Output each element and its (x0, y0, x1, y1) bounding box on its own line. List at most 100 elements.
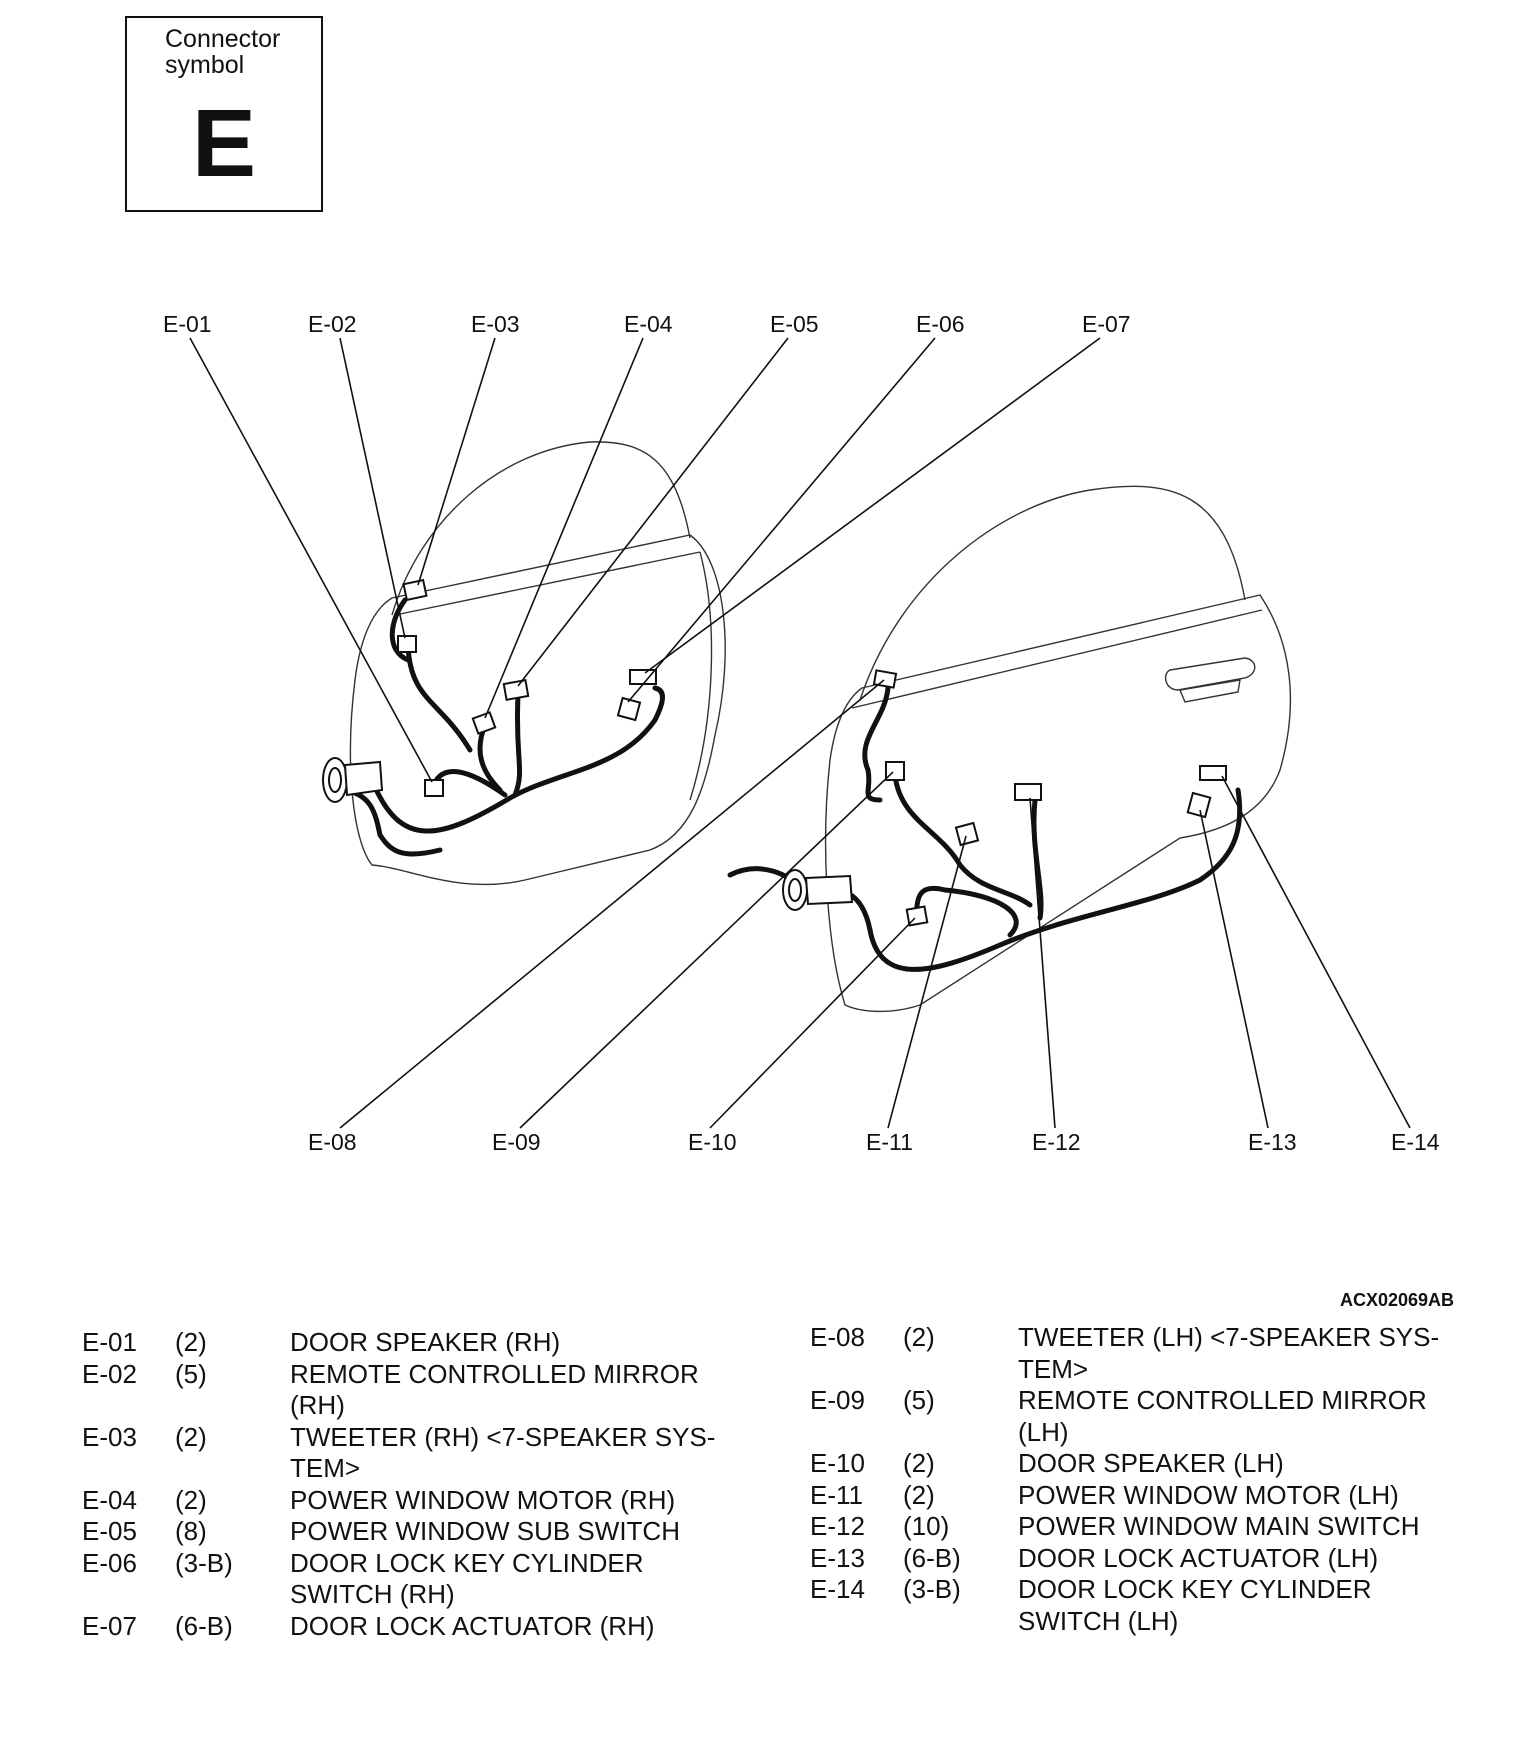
callout-e10: E-10 (688, 1129, 737, 1155)
callout-labels: E-01 E-02 E-03 E-04 E-05 E-06 E-07 E-08 … (163, 311, 1440, 1155)
callout-e02: E-02 (308, 311, 357, 337)
connector-e14 (1199, 765, 1227, 781)
lh-door-inner-edge (851, 609, 1263, 709)
leader-e05 (517, 337, 789, 687)
connectors (397, 578, 1227, 927)
connector-id: E-06 (82, 1547, 137, 1578)
pin-count: (2) (175, 1327, 207, 1357)
legend-row: E-13 (6-B) DOOR LOCK ACTUATOR (LH) (810, 1543, 1470, 1575)
connector-description: DOOR SPEAKER (RH) (290, 1327, 561, 1357)
callout-e12: E-12 (1032, 1129, 1081, 1155)
leader-e12 (1029, 797, 1056, 1129)
connector-description: POWER WINDOW MOTOR (LH) (1018, 1479, 1399, 1510)
legend-row: E-12 (10) POWER WINDOW MAIN SWITCH (810, 1511, 1470, 1543)
rh-harness-branch-e02 (405, 642, 473, 753)
connector-id: E-03 (82, 1421, 137, 1452)
callout-e09: E-09 (492, 1129, 541, 1155)
legend-row: E-06(3-B)DOOR LOCK KEY CYLINDER SWITCH (… (82, 1548, 742, 1611)
pin-count: (2) (903, 1322, 935, 1352)
door-outlines (349, 441, 1292, 1013)
connector-e02 (397, 635, 417, 653)
legend-row: E-02(5)REMOTE CONTROLLED MIRROR (RH) (82, 1359, 742, 1422)
callout-e13: E-13 (1248, 1129, 1297, 1155)
legend-row: E-14(3-B)DOOR LOCK KEY CYLINDER SWITCH (… (810, 1574, 1470, 1637)
legend-row: E-04 (2) POWER WINDOW MOTOR (RH) (82, 1485, 742, 1517)
legend-row: E-03(2)TWEETER (RH) <7-SPEAKER SYS- TEM> (82, 1422, 742, 1485)
legend-row: E-07(6-B)DOOR LOCK ACTUATOR (RH) (82, 1611, 742, 1643)
lh-door-window-frame (859, 485, 1246, 701)
connector-symbol-box: Connector symbol E (125, 16, 323, 212)
connector-id: E-08 (810, 1322, 865, 1352)
lh-harness-main (867, 787, 1243, 972)
rh-door-window-frame (391, 441, 691, 616)
leader-e01 (189, 337, 433, 783)
leader-lines (189, 337, 1411, 1129)
leader-e06 (627, 337, 936, 703)
connector-id: E-09 (810, 1385, 865, 1415)
pin-count: (2) (175, 1484, 207, 1515)
leader-e14 (1221, 775, 1411, 1129)
rh-door-rear-edge (689, 551, 713, 801)
connector-id: E-04 (82, 1484, 137, 1515)
connector-e11 (954, 821, 980, 847)
connector-e05 (502, 679, 530, 701)
connector-description: POWER WINDOW MOTOR (RH) (290, 1484, 676, 1515)
lh-door-handle (1164, 657, 1256, 691)
leader-e03 (417, 337, 496, 586)
pin-count: (5) (903, 1385, 935, 1415)
rh-door-panel (349, 534, 726, 886)
connector-id: E-12 (810, 1511, 865, 1541)
connector-id: E-14 (810, 1574, 865, 1604)
callout-e04: E-04 (624, 311, 673, 337)
legend-row: E-05(8)POWER WINDOW SUB SWITCH (82, 1516, 742, 1548)
legend-right: E-08 (2) TWEETER (LH) <7-SPEAKER SYS- TEM>… (810, 1322, 1470, 1637)
pin-count: (6-B) (175, 1610, 233, 1641)
connector-description: REMOTE CONTROLLED MIRROR (RH) (290, 1358, 699, 1421)
connector-e06 (616, 696, 642, 722)
connector-description: TWEETER (LH) <7-SPEAKER SYS- TEM> (1018, 1322, 1440, 1384)
legend-row: E-08 (2) TWEETER (LH) <7-SPEAKER SYS- TEM> (810, 1322, 1470, 1385)
connector-e09 (885, 761, 905, 781)
pin-count: (6-B) (903, 1542, 961, 1573)
callout-e11: E-11 (866, 1129, 913, 1155)
leader-e04 (484, 337, 644, 719)
lh-harness-branch-e10 (914, 885, 1019, 938)
connector-id: E-13 (810, 1542, 865, 1573)
leader-e02 (339, 337, 406, 639)
connector-description: POWER WINDOW MAIN SWITCH (1018, 1511, 1420, 1541)
legend-row: E-11(2)POWER WINDOW MOTOR (LH) (810, 1480, 1470, 1512)
connector-description: TWEETER (RH) <7-SPEAKER SYS- TEM> (290, 1421, 716, 1484)
rh-harness-branch-e05 (512, 692, 523, 798)
legend-row: E-10(2)DOOR SPEAKER (LH) (810, 1448, 1470, 1480)
lh-door-panel (824, 594, 1292, 1013)
lh-harness-branch-e09 (892, 772, 1033, 908)
rh-grommet-boot (343, 760, 384, 797)
leader-e10 (709, 917, 916, 1129)
callout-e14: E-14 (1391, 1129, 1440, 1155)
callout-e03: E-03 (471, 311, 520, 337)
legend-left: E-01(2)DOOR SPEAKER (RH) E-02(5)REMOTE C… (82, 1327, 742, 1642)
pin-count: (2) (903, 1448, 935, 1478)
lh-harness-branch-e12 (1031, 797, 1044, 921)
connector-id: E-05 (82, 1516, 137, 1546)
rh-harness-main (369, 685, 665, 834)
connector-id: E-02 (82, 1358, 137, 1389)
callout-e05: E-05 (770, 311, 819, 337)
connector-description: DOOR LOCK ACTUATOR (LH) (1018, 1542, 1379, 1573)
rh-harness-grommet-lead (342, 787, 443, 857)
connector-e13 (1186, 791, 1212, 819)
leader-e11 (887, 835, 967, 1129)
lh-grommet-inner (788, 878, 802, 902)
rh-grommet-inner (328, 767, 342, 793)
connector-description: DOOR LOCK KEY CYLINDER SWITCH (LH) (1018, 1574, 1372, 1636)
connector-id: E-07 (82, 1610, 137, 1641)
connector-description: POWER WINDOW SUB SWITCH (290, 1516, 680, 1546)
connector-e12 (1014, 783, 1042, 801)
drawing-code: ACX02069AB (1340, 1290, 1454, 1310)
leader-e07 (644, 337, 1101, 674)
leader-e09 (519, 771, 894, 1129)
pin-count: (3-B) (175, 1547, 233, 1578)
pin-count: (10) (903, 1511, 950, 1541)
callout-e06: E-06 (916, 311, 965, 337)
connector-e07 (629, 669, 657, 685)
